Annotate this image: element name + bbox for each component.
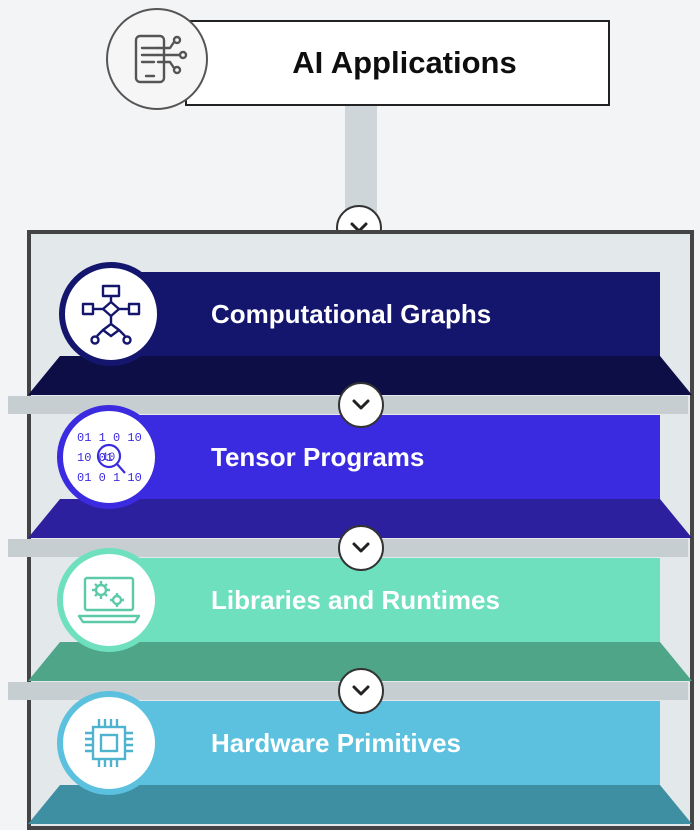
- connector-stem: [345, 106, 377, 224]
- ai-app-circuit-icon: [106, 8, 208, 110]
- ai-applications-box: AI Applications: [185, 20, 610, 106]
- layer-floor: [28, 642, 692, 681]
- svg-text:01 0 1 10: 01 0 1 10: [77, 471, 142, 485]
- layer-floor: [28, 785, 692, 824]
- layer-hardware-primitives: [110, 701, 660, 785]
- chevron-down-icon: [338, 382, 384, 428]
- layer-floor: [28, 499, 692, 538]
- layer-label: Computational Graphs: [211, 299, 492, 329]
- svg-text:10: 10: [102, 452, 115, 464]
- flowchart-icon: [59, 262, 163, 366]
- binary-search-icon: 01 1 0 10 10 01 01 0 1 10 10: [57, 405, 161, 509]
- layer-floor: [28, 356, 692, 395]
- layer-tensor-programs: [110, 415, 660, 499]
- layer-libraries-and-runtimes: [110, 558, 660, 642]
- chevron-down-icon: [338, 668, 384, 714]
- laptop-gears-icon: [57, 548, 161, 652]
- ai-applications-title: AI Applications: [292, 45, 517, 80]
- chevron-down-icon: [338, 525, 384, 571]
- chip-icon: [57, 691, 161, 795]
- layer-label: Tensor Programs: [211, 442, 425, 472]
- svg-text:10 01: 10 01: [77, 451, 113, 465]
- layer-computational-graphs: [110, 272, 660, 356]
- layer-label: Hardware Primitives: [211, 728, 462, 758]
- svg-text:01 1 0 10: 01 1 0 10: [77, 431, 142, 445]
- layer-label: Libraries and Runtimes: [211, 585, 500, 615]
